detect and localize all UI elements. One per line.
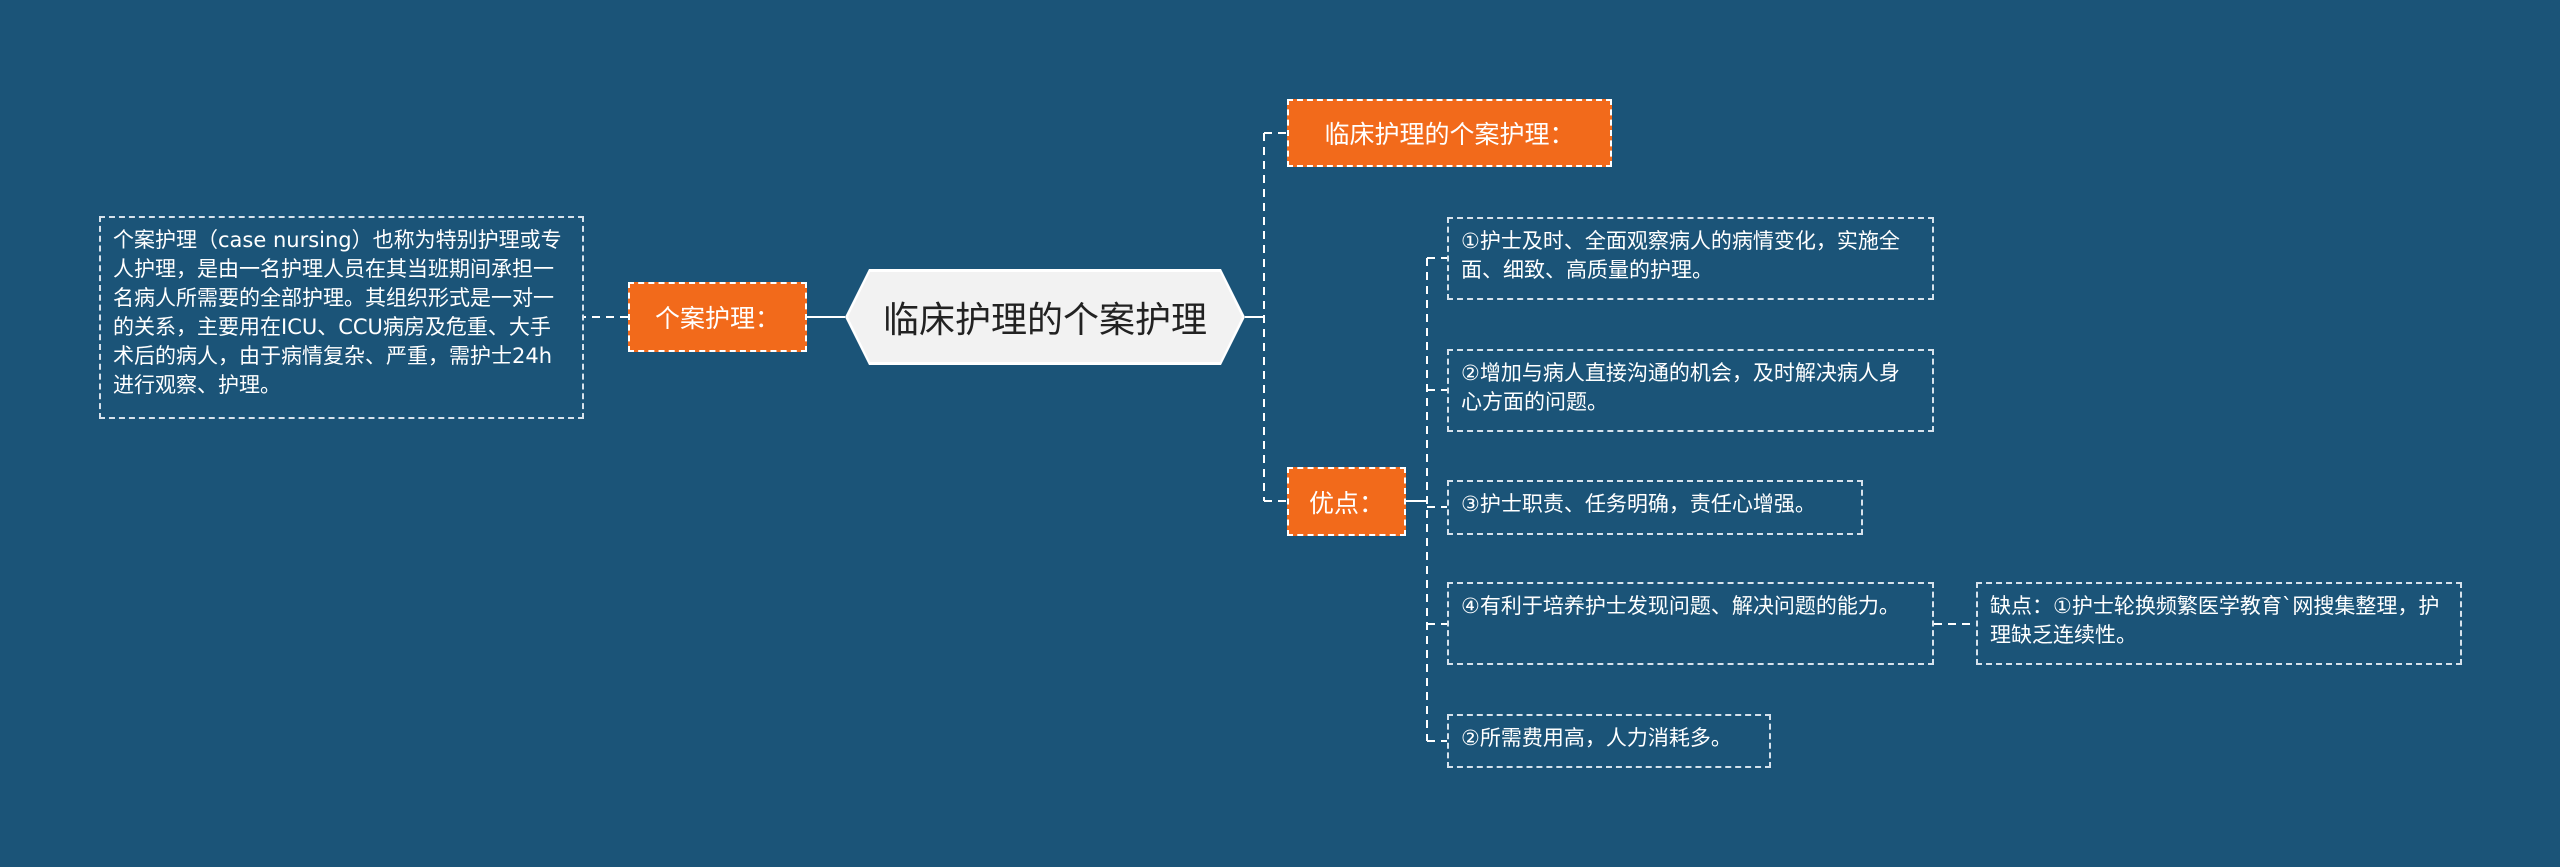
definition-text-box[interactable]: 个案护理（case nursing）也称为特别护理或专人护理，是由一名护理人员在… xyxy=(99,216,584,419)
central-topic-label: 临床护理的个案护理 xyxy=(848,272,1242,362)
branch-clinical-case-nursing[interactable]: 临床护理的个案护理： xyxy=(1287,99,1612,167)
advantage-item-1[interactable]: ①护士及时、全面观察病人的病情变化，实施全面、细致、高质量的护理。 xyxy=(1447,217,1934,300)
branch-advantages[interactable]: 优点： xyxy=(1287,467,1406,536)
central-topic[interactable]: 临床护理的个案护理 xyxy=(845,269,1245,365)
advantage-item-5[interactable]: ②所需费用高，人力消耗多。 xyxy=(1447,714,1771,768)
disadvantage-box[interactable]: 缺点：①护士轮换频繁医学教育`网搜集整理，护理缺乏连续性。 xyxy=(1976,582,2462,665)
advantage-item-3[interactable]: ③护士职责、任务明确，责任心增强。 xyxy=(1447,480,1863,535)
advantage-item-4[interactable]: ④有利于培养护士发现问题、解决问题的能力。 xyxy=(1447,582,1934,665)
advantage-item-2[interactable]: ②增加与病人直接沟通的机会，及时解决病人身心方面的问题。 xyxy=(1447,349,1934,432)
branch-case-nursing[interactable]: 个案护理： xyxy=(628,282,807,352)
